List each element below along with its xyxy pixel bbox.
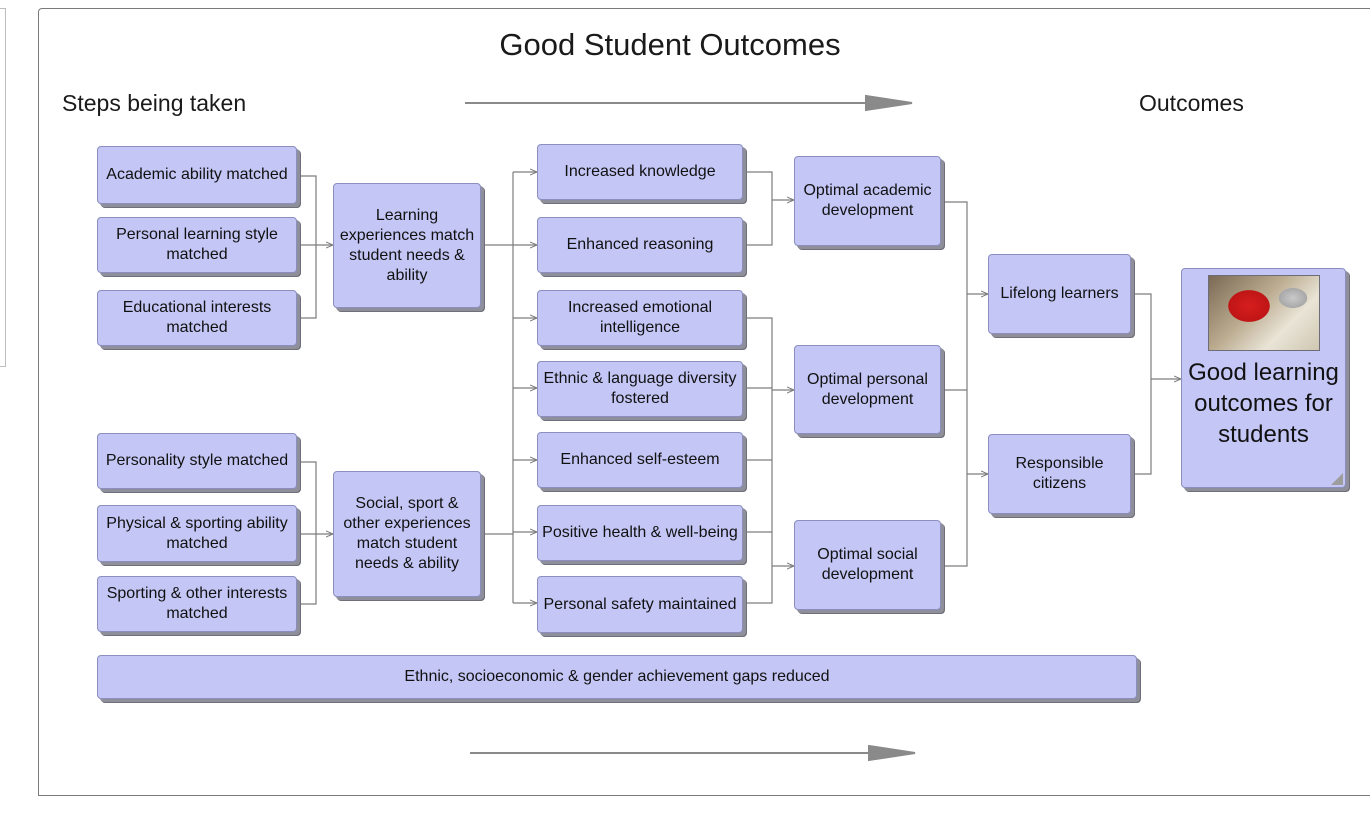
- student-photo-icon: [1207, 275, 1320, 351]
- node-personality-style: Personality style matched: [97, 433, 297, 489]
- connector: [743, 317, 773, 533]
- node-personal-development: Optimal personal development: [794, 345, 941, 434]
- node-physical-sporting: Physical & sporting ability matched: [97, 505, 297, 562]
- node-social-development: Optimal social development: [794, 520, 941, 610]
- resize-corner-icon: [1331, 473, 1343, 485]
- connector: [743, 532, 773, 604]
- node-personal-safety: Personal safety maintained: [537, 576, 743, 633]
- node-academic-ability: Academic ability matched: [97, 146, 297, 204]
- connector: [941, 201, 968, 567]
- node-learning-style: Personal learning style matched: [97, 217, 297, 273]
- diagram-title: Good Student Outcomes: [499, 27, 841, 62]
- node-self-esteem: Enhanced self-esteem: [537, 432, 743, 488]
- flow-arrowhead-top: [865, 94, 913, 112]
- connector: [297, 461, 317, 605]
- node-learning-experiences: Learning experiences match student needs…: [333, 183, 481, 308]
- node-enhanced-reasoning: Enhanced reasoning: [537, 217, 743, 273]
- node-increased-knowledge: Increased knowledge: [537, 144, 743, 200]
- outcomes-label: Outcomes: [1139, 90, 1244, 116]
- left-panel-edge: [0, 8, 6, 367]
- connector: [743, 171, 773, 246]
- steps-label: Steps being taken: [62, 90, 247, 116]
- connector: [297, 175, 317, 319]
- flow-arrowhead-bottom: [868, 744, 916, 762]
- connector: [1131, 293, 1152, 475]
- node-lifelong-learners: Lifelong learners: [988, 254, 1131, 334]
- node-social-experiences: Social, sport & other experiences match …: [333, 471, 481, 597]
- node-academic-development: Optimal academic development: [794, 156, 941, 246]
- node-responsible-citizens: Responsible citizens: [988, 434, 1131, 514]
- node-sporting-interests: Sporting & other interests matched: [97, 576, 297, 632]
- node-educational-interests: Educational interests matched: [97, 290, 297, 346]
- node-emotional-intelligence: Increased emotional intelligence: [537, 290, 743, 346]
- node-ethnic-diversity: Ethnic & language diversity fostered: [537, 361, 743, 417]
- node-good-outcomes: Good learning outcomes for students: [1181, 268, 1346, 488]
- node-gaps-reduced: Ethnic, socioeconomic & gender achieveme…: [97, 655, 1137, 699]
- node-health-wellbeing: Positive health & well-being: [537, 505, 743, 561]
